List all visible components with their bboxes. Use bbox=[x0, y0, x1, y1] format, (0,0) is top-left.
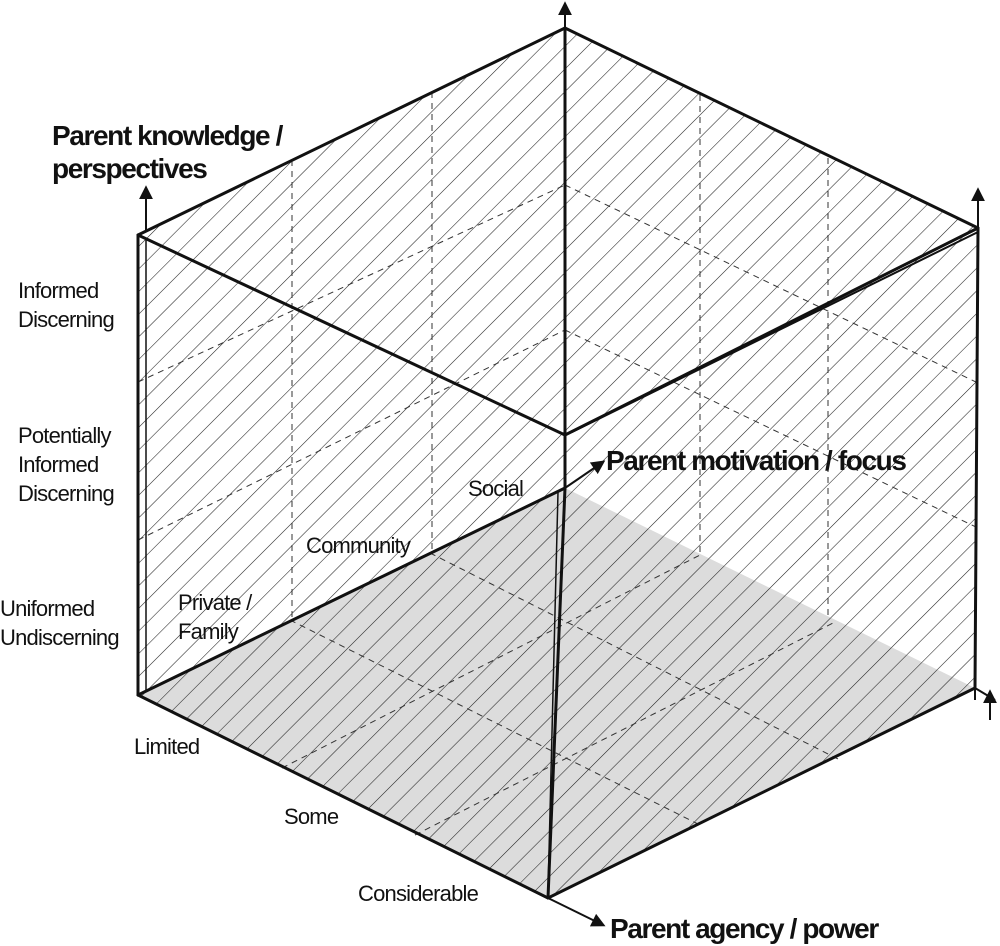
knowledge-level-low-line1: Uniformed bbox=[0, 596, 94, 621]
left-face bbox=[138, 235, 565, 695]
motivation-axis-title: Parent motivation / focus bbox=[606, 445, 906, 476]
motivation-level-community: Community bbox=[306, 533, 411, 558]
right-face bbox=[565, 228, 978, 688]
agency-levels: Limited Some Considerable bbox=[134, 734, 479, 906]
motivation-level-private-line2: Family bbox=[178, 619, 239, 644]
knowledge-axis-title-line2: perspectives bbox=[52, 153, 207, 184]
motivation-level-social: Social bbox=[468, 476, 523, 501]
knowledge-level-low-line2: Undiscerning bbox=[0, 625, 119, 650]
agency-level-limited: Limited bbox=[134, 734, 199, 759]
motivation-level-private-line1: Private / bbox=[178, 590, 253, 615]
knowledge-axis-title: Parent knowledge / bbox=[52, 120, 284, 151]
agency-level-some: Some bbox=[284, 804, 339, 829]
knowledge-level-mid-line3: Discerning bbox=[18, 481, 114, 506]
knowledge-level-high-line2: Discerning bbox=[18, 307, 114, 332]
knowledge-level-mid-line1: Potentially bbox=[18, 423, 112, 448]
motivation-axis-arrow bbox=[564, 460, 606, 489]
agency-axis-arrow bbox=[547, 897, 606, 927]
knowledge-levels: Informed Discerning Potentially Informed… bbox=[0, 278, 120, 650]
agency-level-considerable: Considerable bbox=[358, 881, 479, 906]
motivation-levels: Private / Family Community Social bbox=[178, 476, 524, 644]
grid-lines bbox=[137, 92, 979, 836]
knowledge-level-high-line1: Informed bbox=[18, 278, 98, 303]
axis-arrows bbox=[139, 1, 997, 927]
knowledge-level-mid-line2: Informed bbox=[18, 452, 98, 477]
agency-axis-title: Parent agency / power bbox=[610, 913, 879, 944]
